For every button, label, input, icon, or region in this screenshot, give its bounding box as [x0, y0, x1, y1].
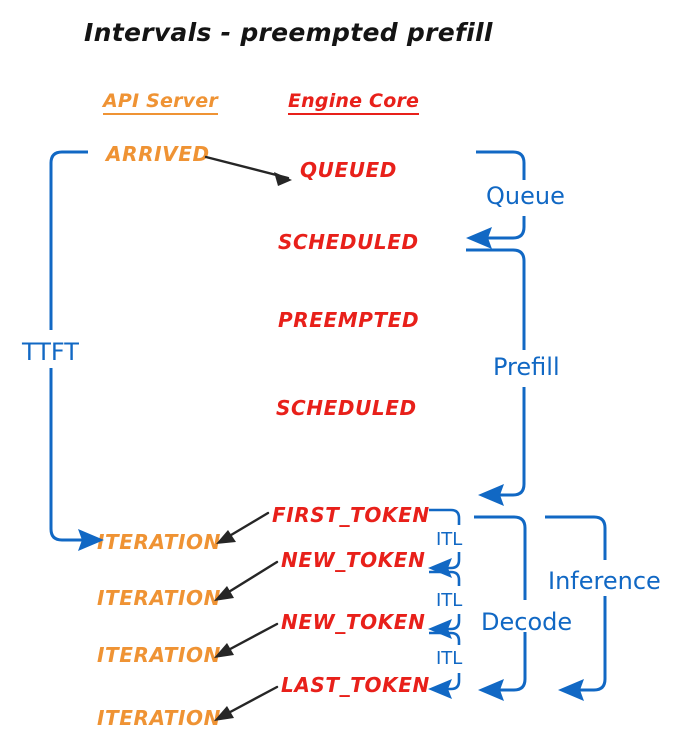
event-new-token-2: NEW_TOKEN — [281, 610, 426, 634]
event-queued: QUEUED — [300, 158, 398, 182]
event-first-token: FIRST_TOKEN — [272, 503, 430, 527]
column-header-api-server: API Server — [103, 90, 218, 117]
arrow-first-token-to-iteration — [216, 511, 270, 544]
event-scheduled-2: SCHEDULED — [276, 396, 417, 420]
arrow-new-token-1-to-iteration — [214, 560, 279, 601]
arrow-last-token-to-iteration — [214, 685, 279, 721]
event-last-token: LAST_TOKEN — [281, 673, 430, 697]
column-header-api-server-label: API Server — [103, 90, 218, 112]
event-new-token-1: NEW_TOKEN — [281, 548, 426, 572]
event-iteration-4: ITERATION — [97, 706, 221, 730]
interval-label-itl-1: ITL — [436, 529, 463, 550]
arrow-new-token-2-to-iteration — [214, 622, 279, 658]
arrow-arrived-to-queued — [204, 155, 292, 186]
interval-label-queue: Queue — [486, 182, 565, 210]
interval-label-ttft: TTFT — [22, 338, 79, 366]
interval-label-itl-2: ITL — [436, 590, 463, 611]
column-header-engine-core-label: Engine Core — [288, 90, 420, 112]
column-header-api-server-underline — [103, 113, 218, 115]
event-preempted: PREEMPTED — [278, 308, 420, 332]
interval-label-decode: Decode — [481, 608, 573, 636]
event-iteration-3: ITERATION — [97, 643, 221, 667]
event-scheduled-1: SCHEDULED — [278, 230, 419, 254]
column-header-engine-core: Engine Core — [288, 90, 420, 117]
event-arrived: ARRIVED — [106, 142, 210, 166]
event-iteration-2: ITERATION — [97, 586, 221, 610]
column-header-engine-core-underline — [288, 113, 420, 115]
event-iteration-1: ITERATION — [97, 530, 221, 554]
interval-label-prefill: Prefill — [493, 353, 560, 381]
interval-label-itl-3: ITL — [436, 648, 463, 669]
interval-label-inference: Inference — [548, 567, 661, 595]
page-title: Intervals - preempted prefill — [84, 18, 493, 47]
